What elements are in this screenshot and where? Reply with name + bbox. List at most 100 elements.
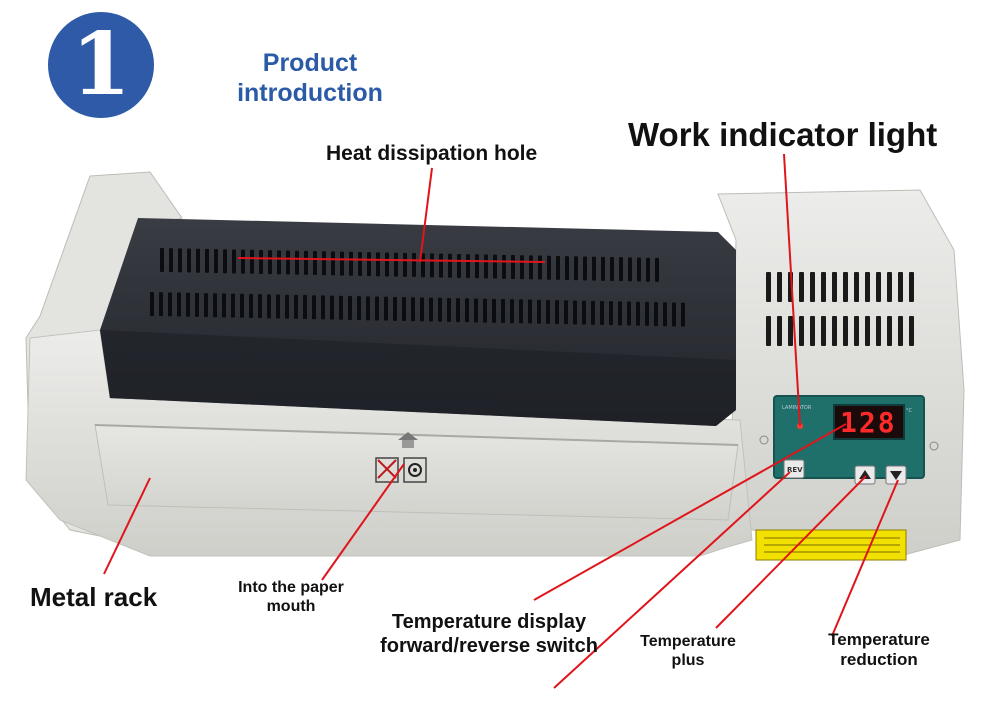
vent-slot (475, 254, 479, 279)
metal-rack-pointer (103, 477, 151, 575)
vent-slot (439, 253, 443, 278)
vent-slot (592, 256, 596, 281)
vent-slot (810, 316, 815, 346)
vent-slot (232, 249, 236, 274)
vent-slot (876, 316, 881, 346)
rev-switch-pointer (553, 471, 791, 689)
vent-slot (537, 299, 541, 324)
vent-slot (520, 255, 524, 280)
vent-slot (267, 294, 271, 319)
vent-slot (655, 257, 659, 282)
vent-slot (777, 272, 782, 302)
vent-slot (766, 316, 771, 346)
vent-slot (303, 295, 307, 320)
vent-slot (766, 272, 771, 302)
vent-slot (898, 316, 903, 346)
vent-slot (821, 272, 826, 302)
heat-hole-pointer (419, 167, 433, 263)
vent-slot (349, 251, 353, 276)
display-value: 128 (840, 406, 897, 439)
vent-slot (214, 249, 218, 274)
vent-slot (159, 292, 163, 317)
vent-slot (528, 299, 532, 324)
vent-slot (909, 272, 914, 302)
rev-label: REV (787, 466, 803, 474)
vent-slot (160, 248, 164, 272)
vent-slot (574, 256, 578, 281)
vent-slot (366, 296, 370, 321)
vent-slot (843, 272, 848, 302)
vent-slot (205, 248, 209, 273)
vent-slot (168, 292, 172, 317)
vent-slot (854, 272, 859, 302)
pointer-lines (103, 153, 899, 689)
vent-slot (196, 248, 200, 273)
vent-slot (555, 300, 559, 325)
heat-hole-pointer-h (237, 257, 546, 263)
vent-slot (618, 301, 622, 326)
vent-slot (777, 316, 782, 346)
vent-slot (169, 248, 173, 273)
vent-slot (187, 248, 191, 273)
vent-slot (177, 292, 181, 317)
vent-slot (186, 292, 190, 317)
temperature-display (833, 404, 905, 440)
vent-slot (654, 302, 658, 327)
vent-slot (223, 249, 227, 274)
label-temperature-display-switch: Temperature display forward/reverse swit… (380, 611, 598, 657)
vent-slot (222, 293, 226, 318)
vent-slot (402, 297, 406, 322)
work-light-pointer (783, 153, 801, 427)
vent-slot (457, 253, 461, 278)
vent-slot (421, 253, 425, 278)
vent-slot (474, 298, 478, 323)
vent-slot (646, 257, 650, 282)
vent-slot (865, 272, 870, 302)
no-hand-icon (375, 457, 399, 483)
vent-slot (898, 272, 903, 302)
vent-slot (565, 256, 569, 281)
vent-slot (384, 296, 388, 321)
panel-brand-text: LAMINATOR (782, 405, 812, 411)
vent-slot (556, 255, 560, 280)
temp-plus-pointer (715, 475, 867, 629)
vent-slot (546, 299, 550, 324)
vent-slot (286, 250, 290, 275)
vent-slot (492, 298, 496, 323)
vent-slot (385, 252, 389, 277)
vent-slot (511, 255, 515, 280)
label-heat-dissipation-hole: Heat dissipation hole (326, 142, 538, 165)
vent-slot (465, 298, 469, 323)
vent-slot (339, 295, 343, 320)
vent-slot (430, 253, 434, 278)
vent-slot (393, 296, 397, 321)
vent-slot (429, 297, 433, 322)
vent-slot (619, 257, 623, 282)
arrow-up-icon (398, 432, 418, 448)
vent-slot (150, 292, 154, 316)
vent-slot (564, 300, 568, 325)
vent-slot (340, 251, 344, 276)
vent-slot (394, 252, 398, 277)
vent-slot (547, 255, 551, 280)
vent-slot (637, 257, 641, 282)
vent-slot (832, 316, 837, 346)
label-work-indicator-light: Work indicator light (628, 116, 938, 153)
temp-display-pointer (533, 423, 847, 601)
vent-slot (663, 302, 667, 327)
screw-right (929, 441, 939, 451)
vent-slot (456, 298, 460, 323)
vent-slot (276, 294, 280, 319)
vent-slot (799, 272, 804, 302)
vent-slot (321, 295, 325, 320)
vent-slot (501, 299, 505, 324)
vent-slot (258, 294, 262, 319)
vent-slot (854, 316, 859, 346)
vent-slot (322, 251, 326, 276)
unit-text: °C (906, 408, 913, 414)
vent-slot (294, 294, 298, 319)
vent-slot (799, 316, 804, 346)
vent-slot (529, 255, 533, 280)
